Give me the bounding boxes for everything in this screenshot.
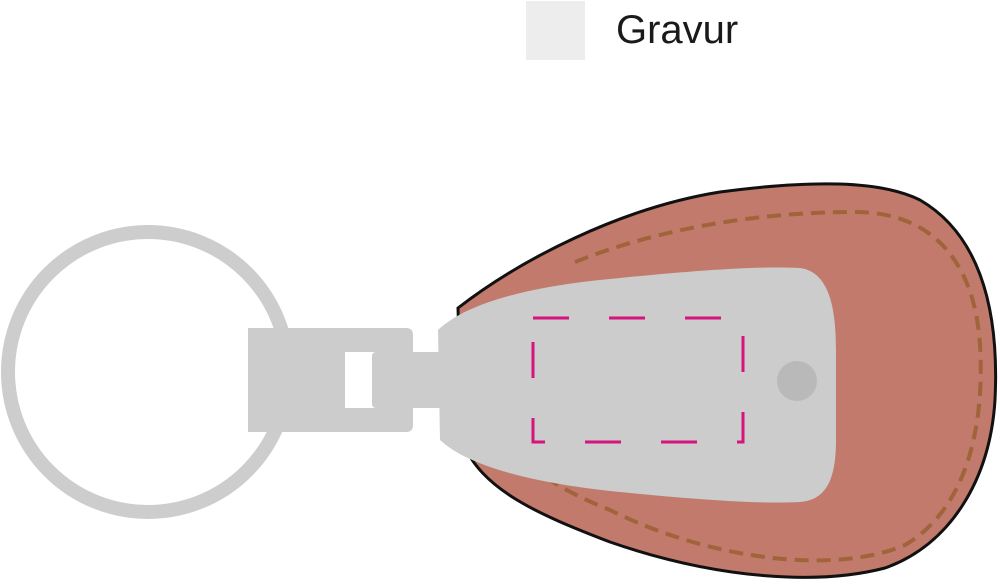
hinge-neck: [372, 352, 442, 408]
clip: [248, 328, 413, 432]
legend-label: Gravur: [616, 8, 739, 52]
key-ring-icon: [1, 225, 295, 519]
keychain-fob-icon: [248, 182, 998, 579]
engraving-area: [531, 316, 745, 444]
key-ring: [1, 225, 295, 519]
legend: Gravur: [526, 0, 738, 60]
stitching: [503, 209, 983, 563]
rivet: [777, 361, 817, 401]
engraving-swatch: [526, 0, 585, 60]
metal-plate: [438, 267, 836, 503]
